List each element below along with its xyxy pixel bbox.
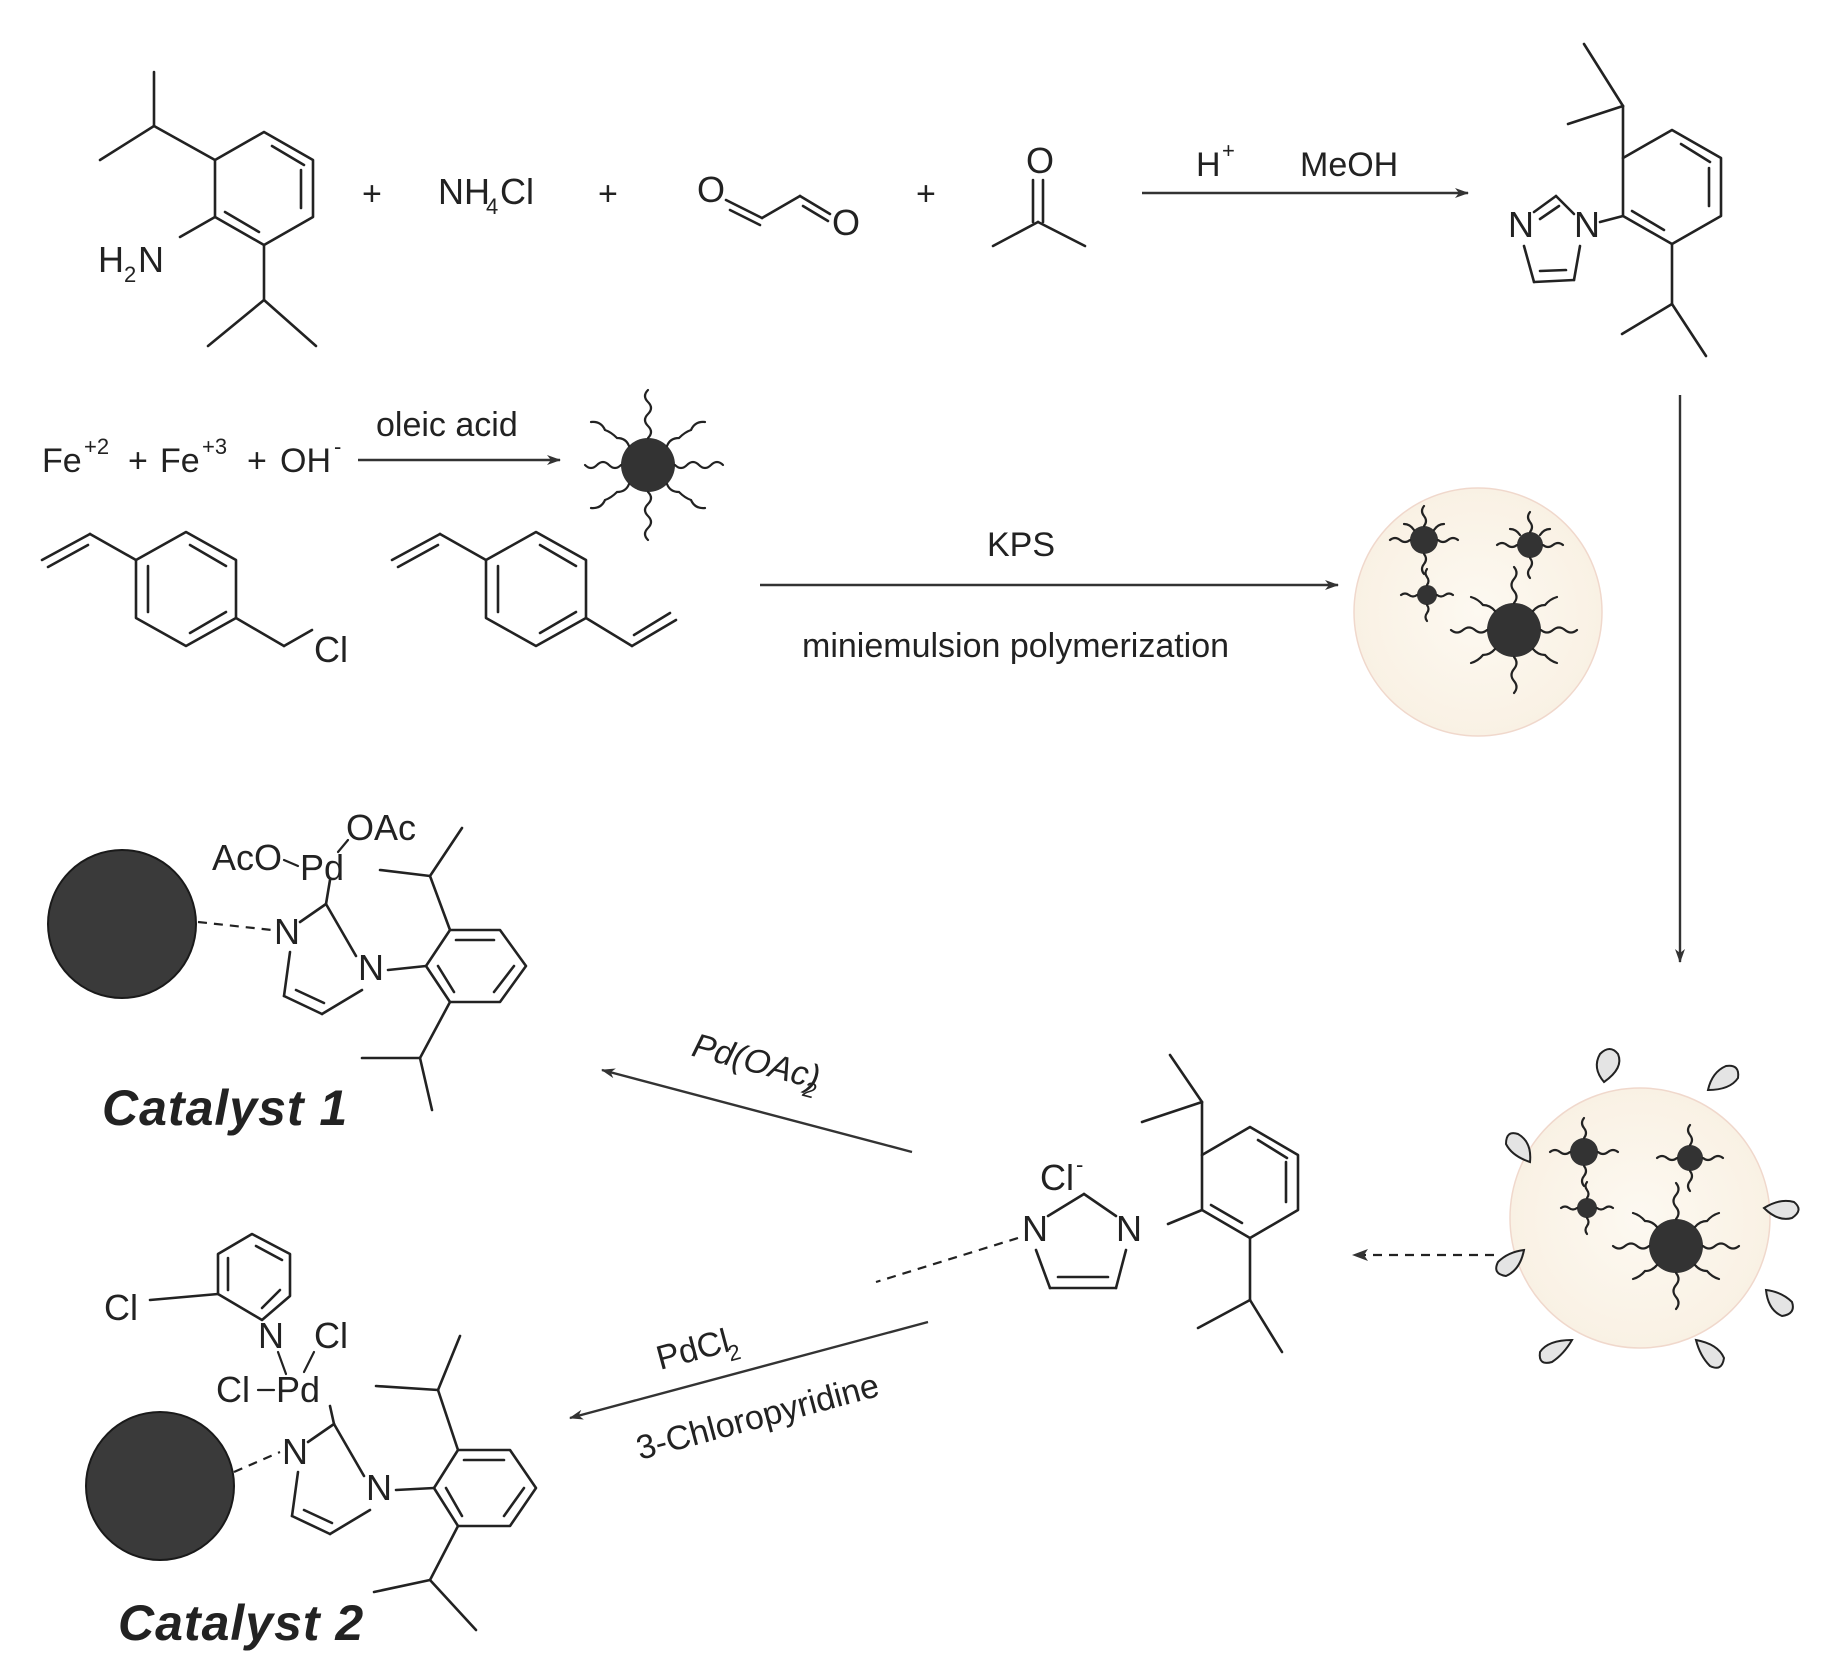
catalyst-1-tether	[197, 920, 273, 932]
svg-text:N: N	[282, 1431, 308, 1472]
svg-text:Pd: Pd	[300, 847, 344, 888]
plus-sign-1: +	[362, 175, 382, 213]
svg-text:O: O	[832, 202, 860, 243]
ammonium-chloride-label: NH 4 Cl	[438, 171, 534, 219]
reagent-3-chloropyridine: 3-Chloropyridine	[632, 1366, 883, 1467]
condition-miniemulsion: miniemulsion polymerization	[802, 627, 1229, 665]
svg-text:+2: +2	[84, 434, 109, 459]
svg-text:4: 4	[486, 194, 498, 219]
divinylbenzene-structure	[390, 530, 678, 648]
aryl-imidazole-product: N N	[1508, 42, 1723, 358]
svg-text:OH: OH	[280, 442, 331, 480]
svg-text:H: H	[1196, 146, 1221, 184]
svg-text:Cl: Cl	[104, 1287, 138, 1328]
dashed-arrow-head	[1352, 1249, 1368, 1261]
svg-text:N: N	[1116, 1208, 1142, 1249]
catalyst-1-title: Catalyst 1	[102, 1080, 348, 1136]
svg-text:Fe: Fe	[160, 442, 200, 480]
catalyst-2-title: Catalyst 2	[118, 1595, 364, 1651]
svg-text:N: N	[366, 1467, 392, 1508]
functionalized-microsphere	[1495, 1048, 1800, 1369]
svg-text:N: N	[1574, 204, 1600, 245]
svg-text:Pd: Pd	[276, 1369, 320, 1410]
dashed-polymer-link	[875, 1236, 1019, 1284]
amine-h: H	[98, 239, 124, 280]
reagent-pd-oac2: Pd(OAc) 2	[688, 1026, 824, 1104]
iron-precursors-label: Fe +2 + Fe +3 + OH -	[42, 434, 341, 480]
svg-text:NH: NH	[438, 171, 490, 212]
svg-text:Cl: Cl	[1040, 1157, 1074, 1198]
catalyst-1-structure: N N Pd AcO OAc	[47, 807, 528, 1112]
condition-acid: H +	[1196, 138, 1235, 184]
plus-sign-2: +	[598, 175, 618, 213]
acetone-structure: O	[991, 140, 1087, 248]
svg-text:-: -	[334, 434, 341, 459]
condition-oleic-acid: oleic acid	[376, 406, 518, 444]
svg-text:O: O	[697, 169, 725, 210]
svg-text:+: +	[128, 442, 148, 480]
svg-text:Cl: Cl	[314, 629, 348, 670]
svg-text:N: N	[358, 947, 384, 988]
condition-solvent: MeOH	[1300, 146, 1398, 184]
svg-text:+3: +3	[202, 434, 227, 459]
amine-n: N	[138, 239, 164, 280]
svg-text:Fe: Fe	[42, 442, 82, 480]
svg-text:N: N	[1508, 204, 1534, 245]
svg-text:Cl: Cl	[216, 1369, 250, 1410]
svg-text:N: N	[258, 1315, 284, 1356]
svg-text:N: N	[274, 911, 300, 952]
svg-text:N: N	[1022, 1208, 1048, 1249]
svg-text:2: 2	[725, 1339, 743, 1366]
arrow-to-catalyst-1	[601, 1068, 913, 1154]
svg-text:-: -	[1076, 1152, 1083, 1177]
imidazolium-chloride-structure: N N Cl -	[1022, 1053, 1300, 1354]
svg-text:OAc: OAc	[346, 807, 416, 848]
svg-text:+: +	[1222, 138, 1235, 163]
diisopropylaniline-structure: H 2 N	[98, 70, 318, 348]
amine-h-subscript: 2	[124, 262, 136, 287]
vinylbenzyl-chloride-structure: Cl	[40, 530, 348, 670]
catalyst-2-structure: N N Pd Cl Cl N Cl	[85, 1232, 538, 1632]
svg-text:2: 2	[799, 1076, 818, 1104]
plus-sign-3: +	[916, 175, 936, 213]
oleic-coated-nanoparticle	[583, 388, 725, 542]
arrow-to-catalyst-2	[569, 1320, 929, 1420]
svg-text:PdCl: PdCl	[652, 1322, 733, 1378]
svg-text:O: O	[1026, 140, 1054, 181]
svg-text:+: +	[247, 442, 267, 480]
condition-kps: KPS	[987, 526, 1055, 564]
catalyst-2-tether	[233, 1450, 281, 1474]
magnetic-polymer-microsphere	[1353, 487, 1603, 737]
svg-text:Cl: Cl	[500, 171, 534, 212]
glyoxal-structure: O O	[697, 169, 860, 243]
svg-text:AcO: AcO	[212, 837, 282, 878]
svg-text:Cl: Cl	[314, 1315, 348, 1356]
